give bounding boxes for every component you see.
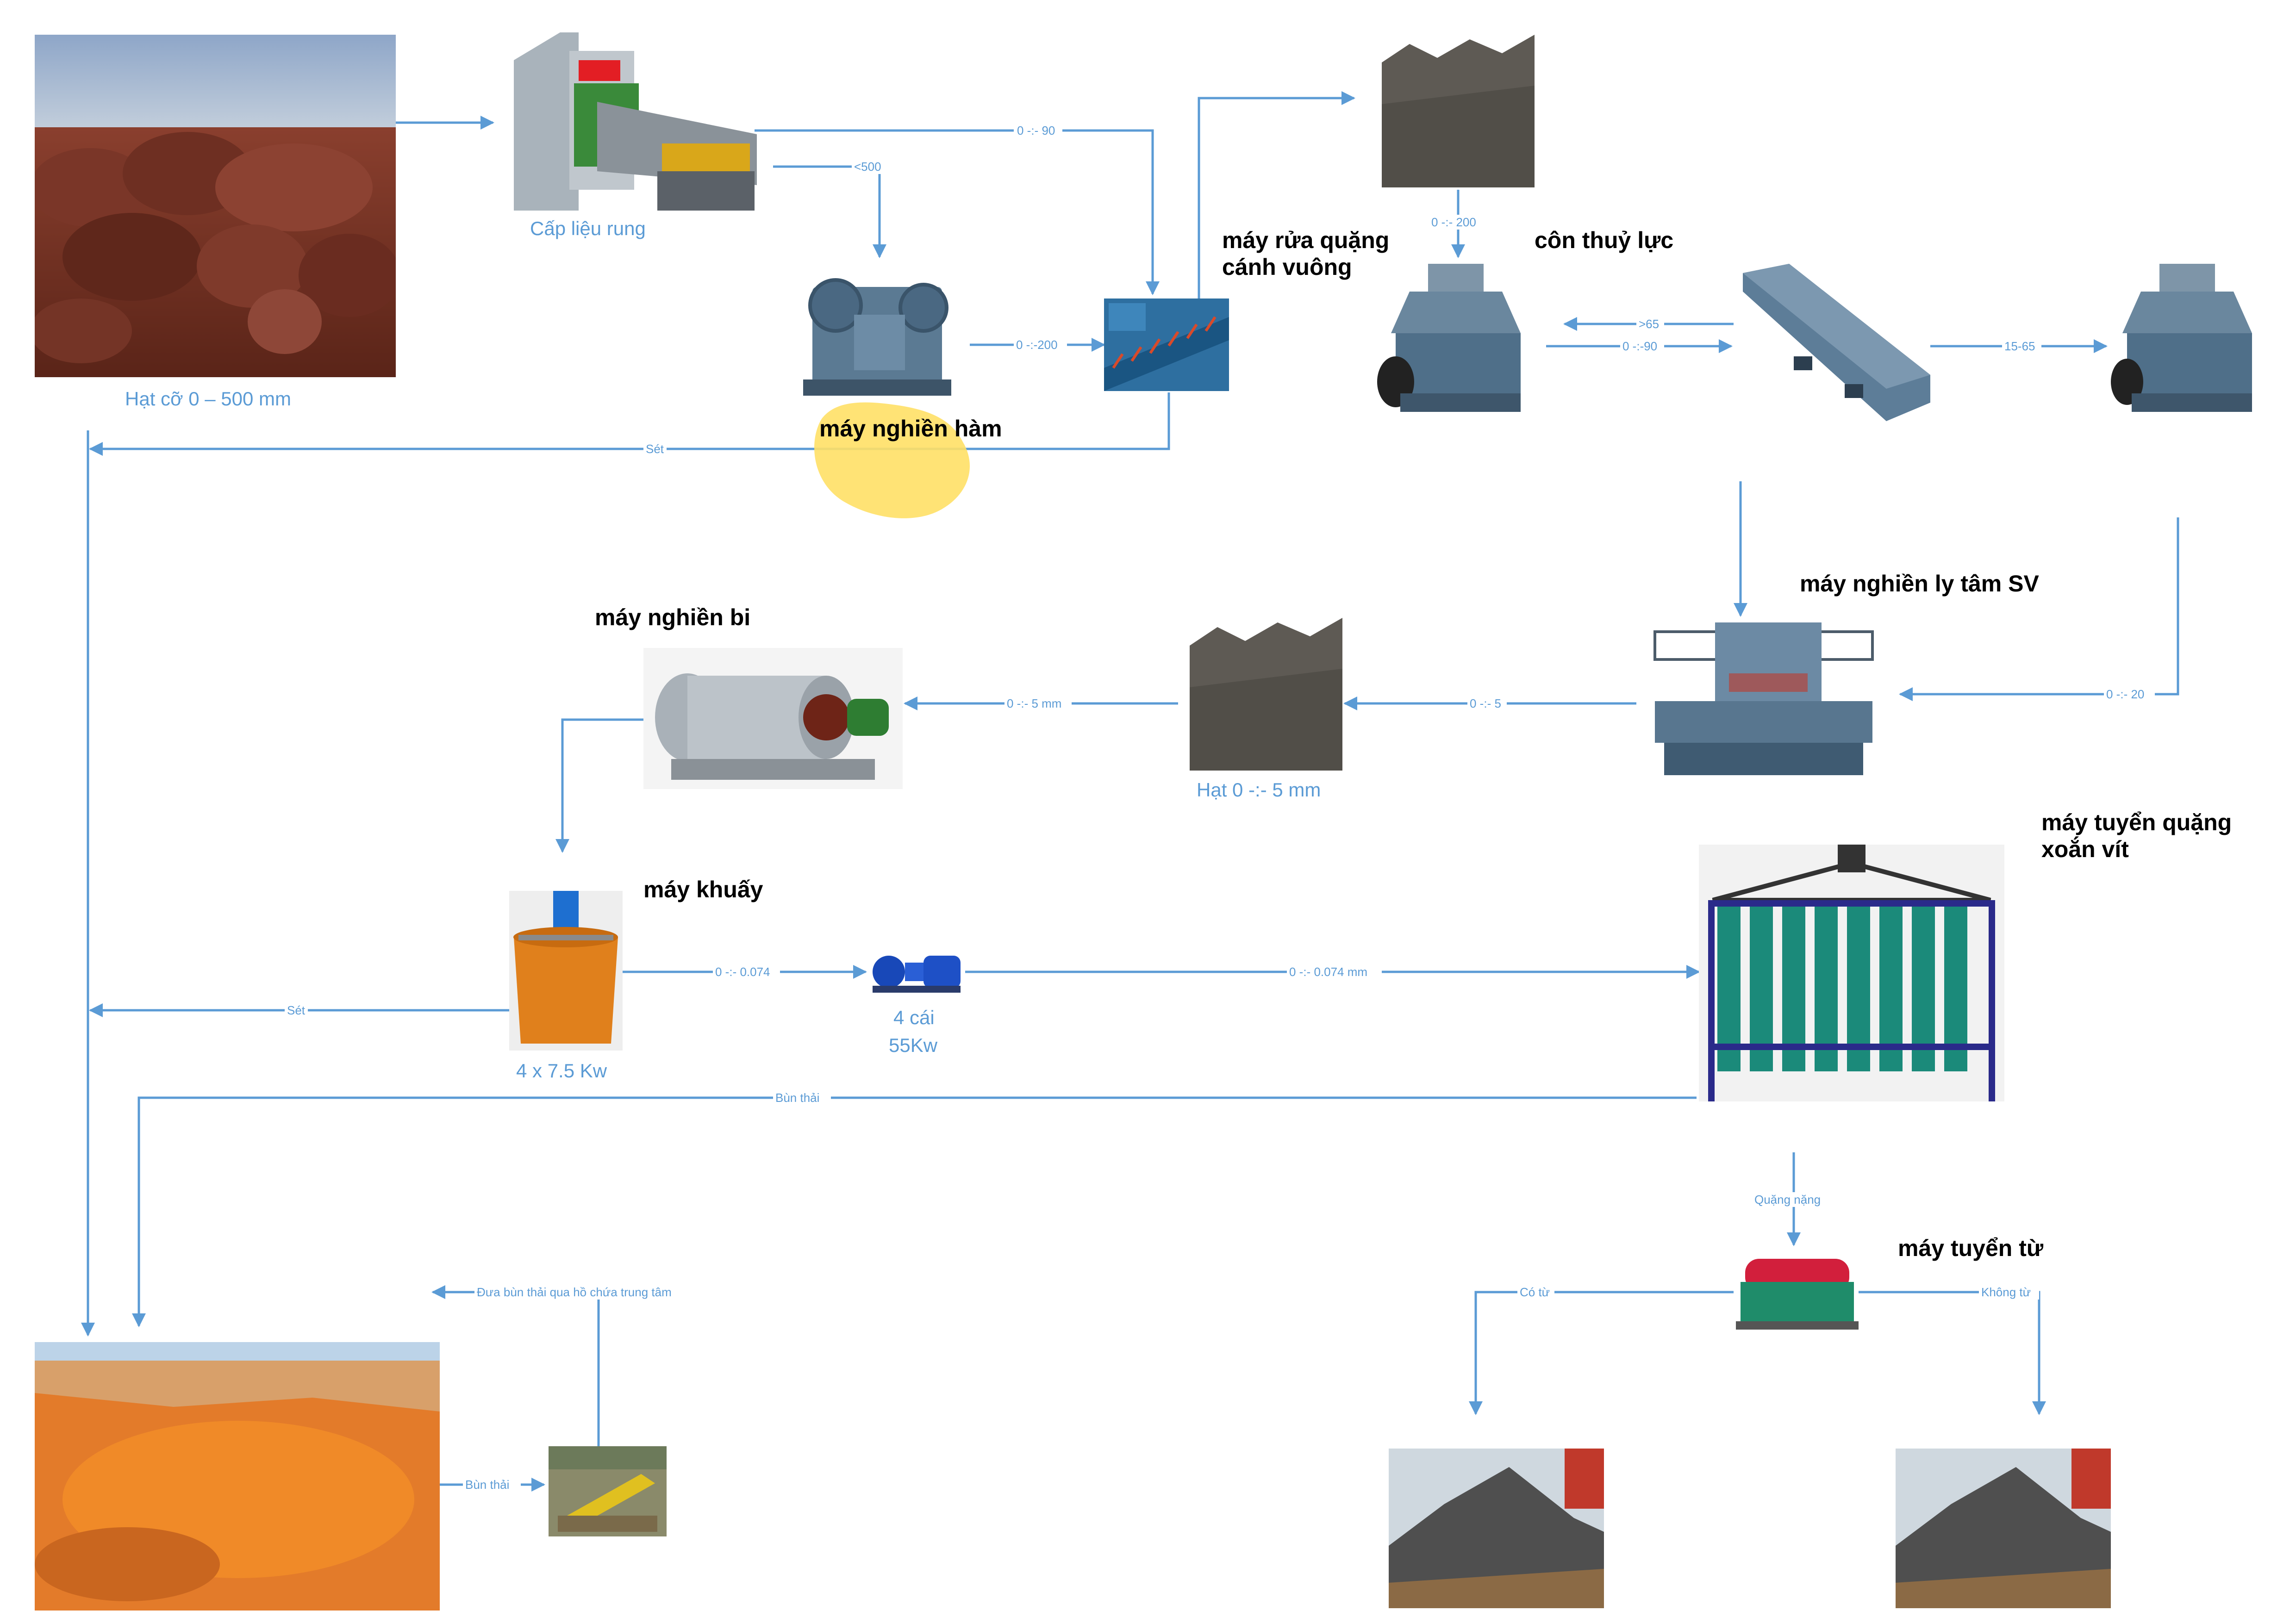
flow-washer-clay — [89, 392, 1170, 456]
flow-label-screen-cone2: 15-65 — [2004, 339, 2035, 353]
flow-label-screen-cone-return: >65 — [1639, 317, 1659, 331]
flow-non-magnetic-product — [1859, 1291, 2046, 1415]
flow-label-to-central-pond: Đưa bùn thải qua hồ chứa trung tâm — [477, 1285, 672, 1299]
raw-ore-photo — [35, 35, 396, 377]
flow-label-pond-tailings: Bùn thải — [465, 1478, 509, 1492]
flow-cone2-to-vsi — [1899, 517, 2179, 701]
ore-washer-title-line1: máy rửa quặng — [1222, 227, 1390, 253]
cone-crusher-icon — [2111, 264, 2252, 412]
cone-crusher-icon — [1377, 264, 1521, 412]
flow-label-feeder-washer: 0 -:- 90 — [1017, 124, 1055, 137]
hydraulic-cone-title: côn thuỷ lực — [1535, 227, 1674, 253]
flow-label-jaw-washer: 0 -:-200 — [1016, 338, 1058, 352]
fine-sand-caption: Hạt 0 -:- 5 mm — [1197, 779, 1321, 801]
gravel-pile-icon — [1190, 618, 1342, 771]
flow-feeder-to-washer — [755, 129, 1160, 295]
ore-stockpile-icon — [1389, 1449, 1604, 1608]
raw-ore-caption: Hạt cỡ 0 – 500 mm — [125, 388, 292, 410]
flow-label-cone-screen: 0 -:-90 — [1622, 339, 1657, 353]
flow-label-spiral-tailings: Bùn thải — [775, 1091, 819, 1105]
crushed-stone-pile-top — [1382, 35, 1535, 187]
slurry-pump-icon — [873, 956, 961, 993]
flow-ballmill-to-agitator — [555, 718, 643, 853]
tailings-pond — [35, 1342, 440, 1611]
flow-label-non-magnetic: Không từ — [1981, 1285, 2031, 1299]
non-magnetic-product-stockpile — [1896, 1449, 2111, 1608]
flow-label-agitator-clay: Sét — [287, 1003, 306, 1017]
flow-label-feeder-jaw: <500 — [854, 160, 881, 174]
vsi-crusher-title: máy nghiền ly tâm SV — [1800, 571, 2039, 597]
flow-labels: 0 -:- 90 <500 0 -:-200 Sét 0 -:- 200 >65… — [285, 123, 2155, 1492]
flow-label-agitator-pump: 0 -:- 0.074 — [715, 965, 770, 979]
yellow-highlight-marker — [814, 402, 970, 518]
jaw-crusher — [785, 264, 970, 398]
pump-caption-line1: 4 cái — [893, 1007, 935, 1028]
pump-caption-line2: 55Kw — [889, 1034, 938, 1056]
hydraulic-cone-crusher-2 — [2111, 264, 2264, 417]
agitator-tank-icon — [509, 891, 623, 1051]
gravel-pile-icon — [1382, 35, 1535, 187]
ore-washer — [1104, 298, 1229, 391]
ball-mill-title: máy nghiền bi — [595, 604, 751, 630]
magnetic-product-stockpile — [1389, 1449, 1604, 1608]
sludge-treatment-plant — [549, 1446, 667, 1536]
spiral-separator-icon — [1699, 845, 2004, 1101]
flow-to-central-pond — [431, 1285, 600, 1446]
magnetic-separator — [1736, 1250, 1859, 1331]
agitator-caption: 4 x 7.5 Kw — [516, 1060, 607, 1082]
vibrating-feeder-caption: Cấp liệu rung — [530, 218, 646, 239]
sludge-treatment-icon — [549, 1446, 667, 1536]
flow-label-concentrate: Quặng nặng — [1754, 1193, 1821, 1206]
spiral-ore-washer-icon — [1104, 298, 1229, 391]
flow-label-cone2-vsi: 0 -:- 20 — [2106, 687, 2144, 701]
vsi-centrifugal-crusher-icon — [1653, 622, 1874, 775]
ball-mill-icon — [643, 648, 903, 789]
vibrating-feeder — [505, 32, 757, 211]
flow-feeder-to-jaw — [773, 165, 886, 258]
rock-pile-icon — [35, 35, 396, 377]
spiral-separator — [1699, 845, 2004, 1101]
flow-label-sand-ballmill: 0 -:- 5 mm — [1007, 696, 1061, 710]
agitator-tank — [509, 891, 623, 1051]
slurry-pump — [868, 946, 965, 995]
spiral-separator-title-line1: máy tuyển quặng — [2041, 809, 2232, 835]
agitator-title: máy khuấy — [643, 877, 763, 902]
flow-label-magnetic: Có từ — [1520, 1285, 1550, 1299]
vibrating-screen — [1734, 264, 1930, 426]
vibrating-feeder-icon — [514, 32, 757, 211]
tailings-pond-icon — [35, 1342, 440, 1611]
ore-stockpile-icon — [1896, 1449, 2111, 1608]
ore-washer-title-line2: cánh vuông — [1222, 254, 1352, 280]
flow-spiral-tailings — [132, 1096, 1697, 1327]
hydraulic-cone-crusher-1 — [1377, 264, 1535, 417]
flow-label-washer-clay: Sét — [646, 442, 664, 456]
magnetic-separator-icon — [1736, 1259, 1859, 1330]
ball-mill — [643, 648, 903, 789]
jaw-crusher-icon — [803, 278, 951, 396]
flow-label-vsi-sand: 0 -:- 5 — [1470, 696, 1501, 710]
vibrating-screen-icon — [1743, 264, 1930, 421]
flow-magnetic-product — [1469, 1291, 1734, 1415]
flow-label-pump-spiral: 0 -:- 0.074 mm — [1289, 965, 1367, 979]
flow-washer-to-pile — [1198, 91, 1355, 300]
flow-label-pile-cone: 0 -:- 200 — [1431, 215, 1476, 229]
vsi-crusher — [1646, 618, 1884, 780]
fine-sand-pile — [1190, 618, 1342, 771]
magnetic-separator-title: máy tuyển từ — [1898, 1235, 2044, 1261]
spiral-separator-title-line2: xoắn vít — [2041, 836, 2129, 862]
jaw-crusher-title: máy nghiền hàm — [819, 416, 1002, 442]
